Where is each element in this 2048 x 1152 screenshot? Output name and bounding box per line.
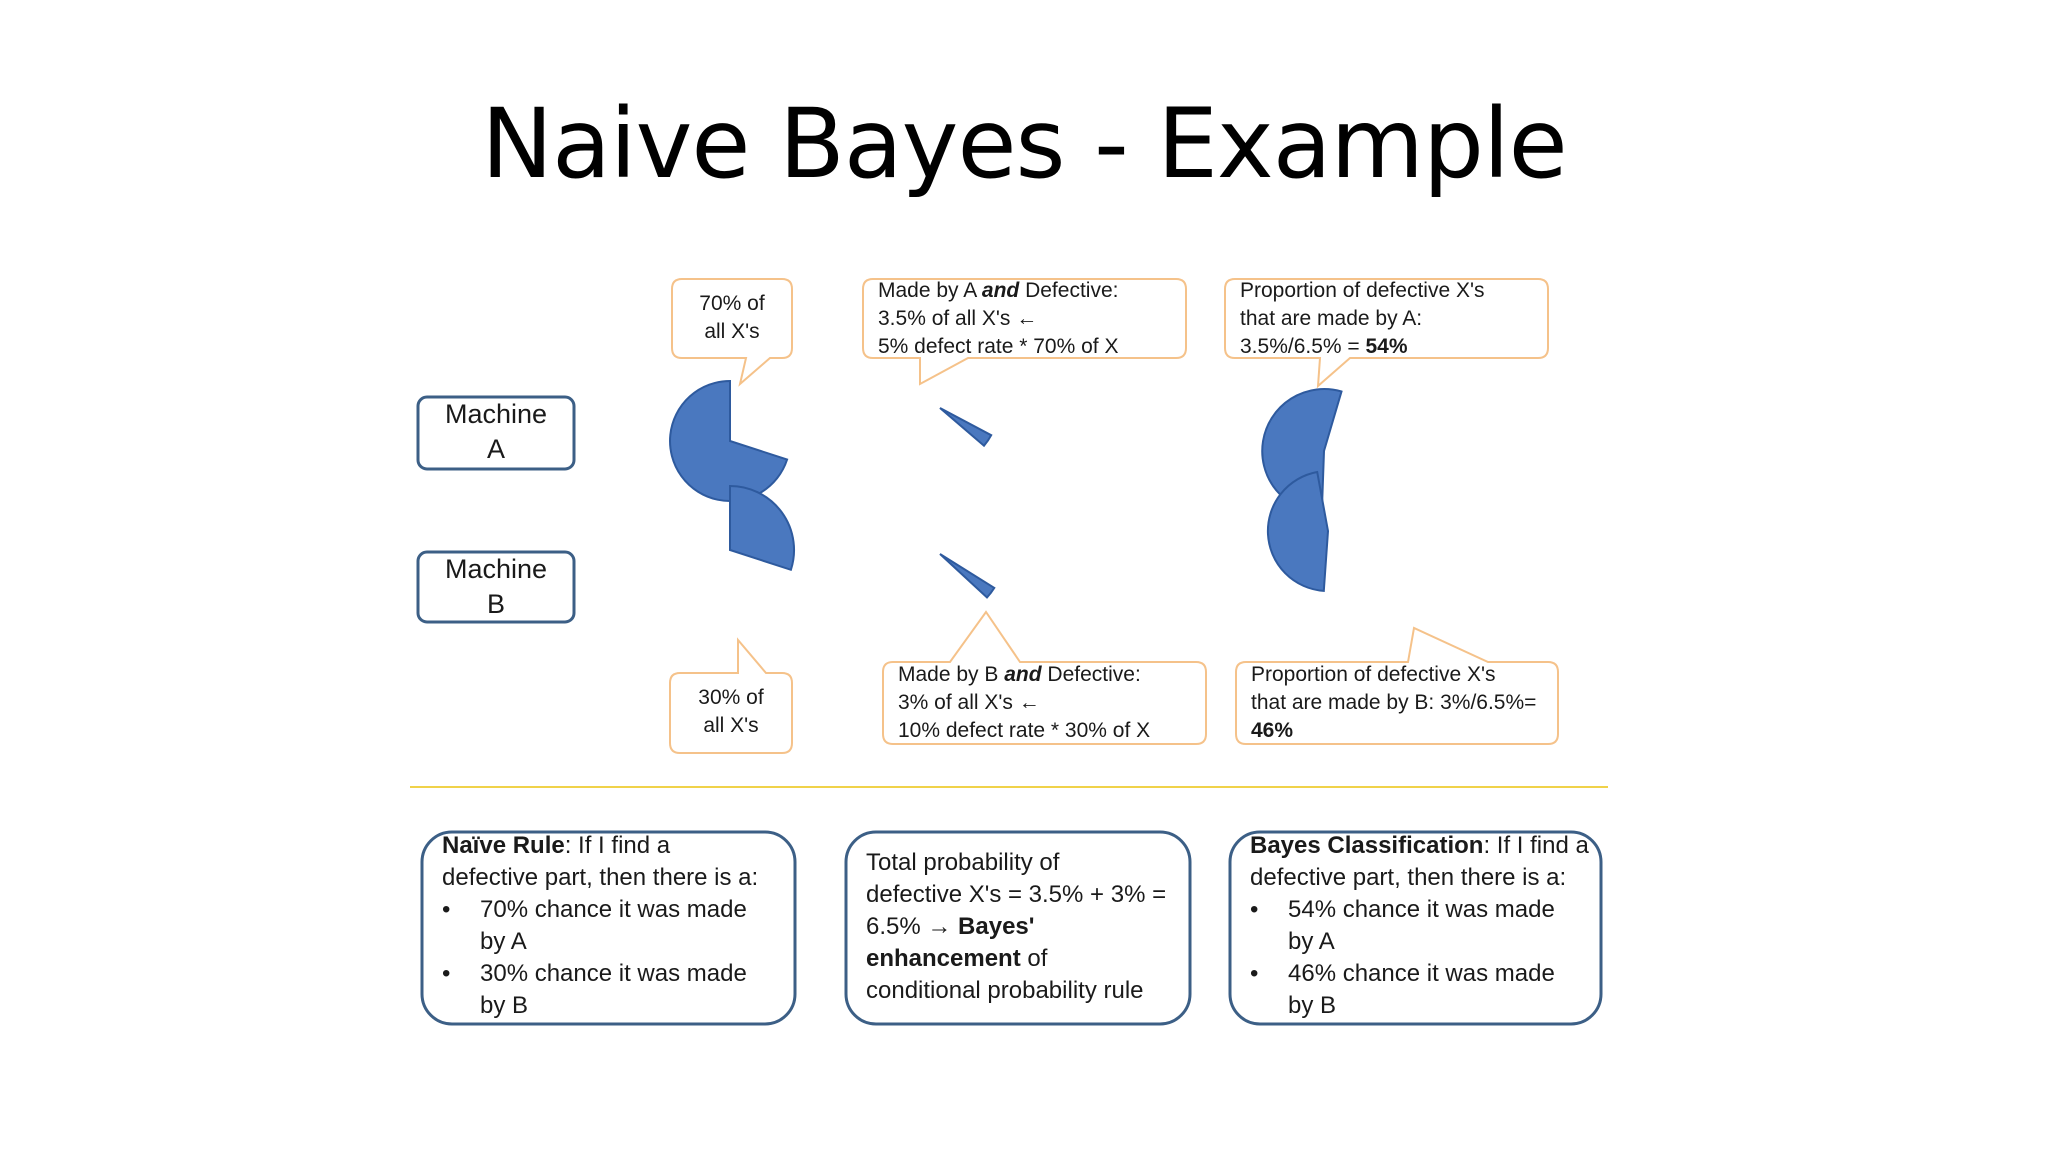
callout-a-defective-text: Made by A and Defective: 3.5% of all X's… xyxy=(878,277,1118,361)
callout-a-proportion-line1: Proportion of defective X's xyxy=(1240,279,1485,302)
machine-b-box xyxy=(416,550,576,624)
callout-a-share-line2: all X's xyxy=(704,320,760,343)
callout-b-proportion-bubble xyxy=(1235,626,1559,745)
naive-rule-bullet-b: •30% chance it was made xyxy=(442,960,747,987)
bayes-bullet-a: •54% chance it was made xyxy=(1250,896,1555,923)
bayes-classification-line2: defective part, then there is a: xyxy=(1250,864,1567,891)
total-probability-line3: 6.5% → Bayes' xyxy=(866,913,1035,940)
callout-b-defective-line3: 10% defect rate * 30% of X xyxy=(898,719,1151,742)
callout-a-proportion-bubble xyxy=(1224,278,1549,389)
callout-b-proportion-text: Proportion of defective X's that are mad… xyxy=(1251,661,1536,745)
total-probability-line2: defective X's = 3.5% + 3% = xyxy=(866,881,1167,908)
callout-b-proportion-line2: that are made by B: 3%/6.5%= xyxy=(1251,691,1537,714)
callout-b-defective-line1: Made by B and Defective: xyxy=(898,663,1141,686)
callout-a-proportion-line3: 3.5%/6.5% = 54% xyxy=(1240,335,1408,358)
callout-a-proportion-line2: that are made by A: xyxy=(1240,307,1423,330)
callout-b-proportion-line1: Proportion of defective X's xyxy=(1251,663,1496,686)
naive-rule-heading: Naïve Rule: If I find a xyxy=(442,832,671,859)
pie-b-proportion-defective xyxy=(1266,470,1330,592)
machine-a-label: Machine A xyxy=(418,397,574,467)
naive-rule-bullet-a: •70% chance it was made xyxy=(442,896,747,923)
pie-machine-b xyxy=(729,484,796,572)
total-probability-box xyxy=(844,830,1192,1026)
callout-b-share-line2: all X's xyxy=(703,714,759,737)
callout-a-defective-bubble xyxy=(862,278,1187,386)
bayes-bullet-a-cont: by A xyxy=(1288,928,1335,955)
pie-group xyxy=(669,379,1343,599)
callout-a-defective-line1: Made by A and Defective: xyxy=(878,279,1119,302)
callout-b-proportion-line3: 46% xyxy=(1251,719,1294,742)
callout-b-defective-text: Made by B and Defective: 3% of all X's ←… xyxy=(898,661,1150,745)
machine-b-label-line1: Machine xyxy=(444,554,548,584)
callout-b-share-text: 30% of all X's xyxy=(670,684,792,740)
total-probability-line5: conditional probability rule xyxy=(866,977,1144,1004)
naive-rule-text: Naïve Rule: If I find a defective part, … xyxy=(442,830,758,1022)
callout-a-defective-line3: 5% defect rate * 70% of X xyxy=(878,335,1119,358)
machine-b-label: Machine B xyxy=(418,552,574,622)
machine-a-label-line1: Machine xyxy=(444,399,548,429)
pie-b-defective xyxy=(939,553,996,599)
bayes-classification-box xyxy=(1228,830,1603,1026)
bayes-bullet-b: •46% chance it was made xyxy=(1250,960,1555,987)
pie-machine-a xyxy=(669,379,789,502)
machine-a-box xyxy=(416,395,576,471)
machine-b-label-line2: B xyxy=(486,589,505,619)
total-probability-line4: enhancement of xyxy=(866,945,1048,972)
callout-a-share-bubble xyxy=(671,278,793,387)
callout-b-share-bubble xyxy=(669,637,793,754)
bayes-bullet-b-cont: by B xyxy=(1288,992,1337,1019)
naive-rule-box xyxy=(420,830,797,1026)
divider-line xyxy=(410,786,1608,788)
pie-a-defective xyxy=(939,407,993,448)
callout-a-share-text: 70% of all X's xyxy=(672,290,792,346)
bayes-classification-text: Bayes Classification: If I find a defect… xyxy=(1250,830,1589,1022)
naive-rule-bullet-b-cont: by B xyxy=(480,992,529,1019)
machine-a-label-line2: A xyxy=(486,434,505,464)
callout-b-defective-line2: 3% of all X's ← xyxy=(898,691,1040,714)
callout-a-defective-line2: 3.5% of all X's ← xyxy=(878,307,1038,330)
callout-a-share-line1: 70% of xyxy=(699,292,765,315)
naive-rule-bullet-a-cont: by A xyxy=(480,928,527,955)
callout-b-share-line1: 30% of xyxy=(698,686,764,709)
bayes-classification-heading: Bayes Classification: If I find a xyxy=(1250,832,1589,859)
callout-a-proportion-text: Proportion of defective X's that are mad… xyxy=(1240,277,1484,361)
naive-rule-line2: defective part, then there is a: xyxy=(442,864,759,891)
total-probability-text: Total probability of defective X's = 3.5… xyxy=(866,847,1166,1007)
callout-b-defective-bubble xyxy=(882,610,1207,745)
slide-title: Naive Bayes - Example xyxy=(481,88,1567,200)
total-probability-line1: Total probability of xyxy=(866,849,1060,876)
